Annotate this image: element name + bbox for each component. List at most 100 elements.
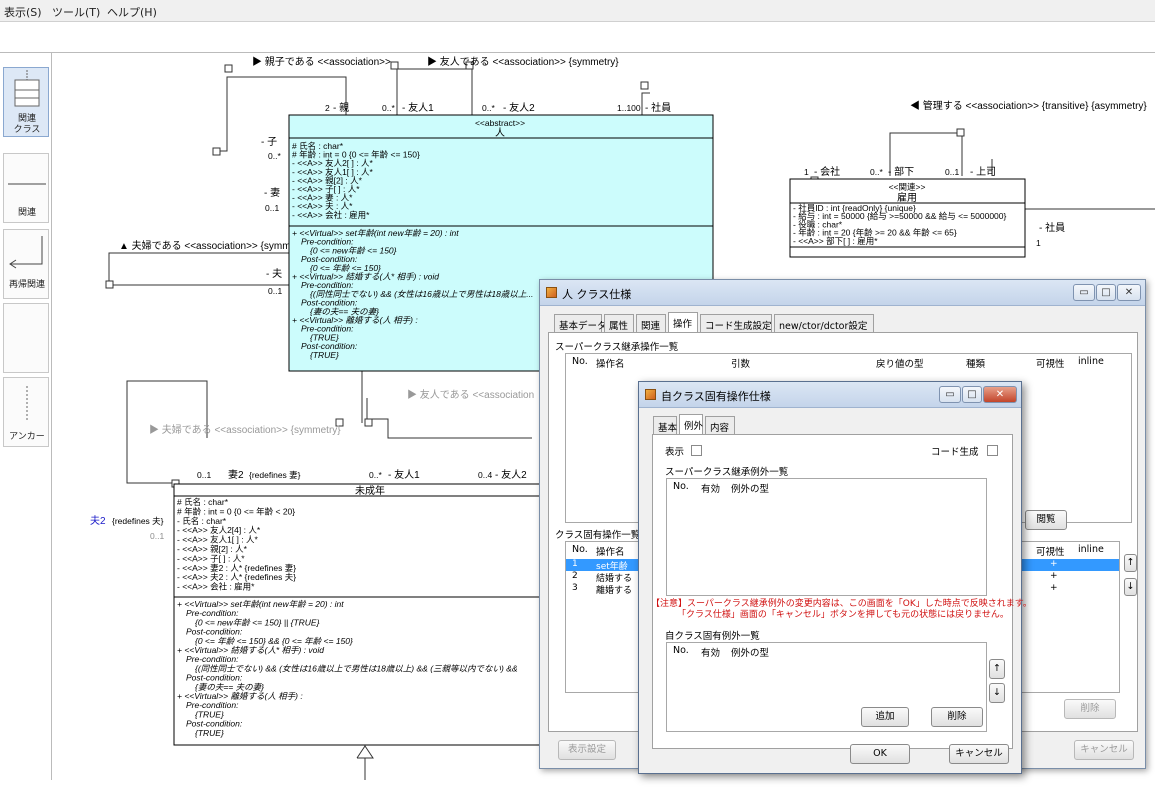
class-spec-titlebar[interactable]: 人 クラス仕様 ▭ □ ✕ [540,280,1145,306]
class-operation: {0 <= 年齢 <= 150} && {0 <= 年齢 <= 150} [195,636,353,646]
browse-button[interactable]: 閲覧 [1025,510,1067,530]
exception-panel: 表示 コード生成 スーパークラス継承例外一覧 No. 有効 例外の型 【注意】ス… [651,434,1032,749]
class-attribute: # 氏名 : char* [292,141,344,151]
class-person[interactable]: <<abstract>> 人 # 氏名 : char*# 年齢 : int = … [288,114,714,372]
tab-1[interactable]: 例外 [679,414,703,434]
tab-4[interactable]: コード生成設定 [700,314,772,332]
delete-op-button[interactable]: 削除 [1064,699,1116,719]
tab-5[interactable]: new/ctor/dctor設定 [774,314,874,332]
class-operations: + <<Virtual>> set年齢(int new年齢 = 20) : in… [292,228,533,360]
exception-move-down-button[interactable]: ↓ [989,683,1005,703]
menu-help[interactable]: ヘルプ(H) [107,6,157,19]
maximize-button[interactable]: □ [962,386,982,403]
window-icon [645,389,656,400]
tab-1[interactable]: 属性 [604,314,634,332]
col-inline: inline [1078,544,1104,555]
class-attribute: # 年齢 : int = 0 {0 <= 年齢 < 20} [177,506,295,516]
class-diagram: ▶ 親子である <<association>> ▶ 友人である <<associ… [90,55,1155,780]
menu-tools[interactable]: ツール(T) [52,6,101,19]
show-label: 表示 [665,447,685,458]
row-visibility: + [1050,571,1058,581]
class-attributes: # 氏名 : char*# 年齢 : int = 0 {0 <= 年齢 < 20… [177,497,296,592]
tab-0[interactable]: 基本 [653,416,677,434]
class-operation: Post-condition: [186,627,243,637]
col-no: No. [572,356,588,367]
class-attribute: - <<A>> 親[2] : 人* [177,544,248,554]
class-operation: + <<Virtual>> 離婚する(人 相手) : [292,315,418,325]
palette-recursive-association-button[interactable]: 再帰関連 [3,229,49,299]
association-class-icon [14,70,40,107]
class-attribute: - <<A>> 会社 : 雇用* [292,210,370,220]
col-enabled: 有効 [701,648,721,659]
col-exception-type: 例外の型 [731,648,770,659]
row-op-name: set年齢 [596,562,628,572]
assoc-label-married-mid[interactable]: ▶ 夫婦である <<association>> {symmetry} [149,424,341,436]
menu-bar: 表示(S) ツール(T) ヘルプ(H) [0,0,1155,22]
own-exceptions-label: 自クラス固有例外一覧 [665,631,760,642]
assoc-label-friend[interactable]: ▶ 友人である <<association>> {symmetry} [427,55,619,68]
row-no: 1 [572,559,578,569]
class-operation: Pre-condition: [186,608,239,618]
inherited-exceptions-list[interactable]: No. 有効 例外の型 [666,478,987,596]
close-button[interactable]: ✕ [1117,284,1141,301]
cancel-button[interactable]: キャンセル [1074,740,1134,760]
col-return-type: 戻り値の型 [876,359,924,370]
cancel-button[interactable]: キャンセル [949,744,1009,764]
move-up-button[interactable]: ↑ [1124,554,1137,572]
class-operation: + <<Virtual>> 結婚する(人* 相手) : void [177,645,324,655]
class-employment[interactable]: <<関連>> 雇用 - 社員ID : int {readOnly} {uniqu… [789,178,1026,258]
class-operation: {0 <= new年齢 <= 150} [310,245,397,255]
codegen-checkbox[interactable] [987,445,998,456]
assoc-label-manage[interactable]: ◀ 管理する <<association>> {transitive} {asy… [910,99,1147,112]
role-label: 0..* [268,151,281,161]
class-operation: + <<Virtual>> set年齢(int new年齢 = 20) : in… [177,599,344,609]
tab-0[interactable]: 基本データ [554,314,607,332]
role-label: - 社員 [645,101,671,114]
menu-view[interactable]: 表示(S) [4,6,42,19]
class-operation: {(同性同士でない) && (女性は16歳以上で男性は18歳以上) && (三親… [195,663,518,673]
class-operation: {0 <= new年齢 <= 150} || {TRUE} [195,617,320,627]
class-operation: Pre-condition: [301,280,354,290]
exception-spec-titlebar[interactable]: 自クラス固有操作仕様 ▭ □ ✕ [639,382,1021,408]
delete-exception-button[interactable]: 削除 [931,707,983,727]
class-attribute: - <<A>> 親[2] : 人* [292,175,363,185]
show-checkbox[interactable] [691,445,702,456]
role-label: 0..4 [478,470,492,480]
class-operation: Post-condition: [301,341,358,351]
close-button[interactable]: ✕ [983,386,1017,403]
assoc-label-friend-mid[interactable]: ▶ 友人である <<association [407,388,534,401]
ok-button[interactable]: OK [850,744,910,764]
tab-3[interactable]: 操作 [668,312,698,332]
row-op-name: 結婚する [596,574,633,584]
role-label: - 妻 [264,186,280,199]
move-down-button[interactable]: ↓ [1124,578,1137,596]
class-minor[interactable]: 未成年 # 氏名 : char*# 年齢 : int = 0 {0 <= 年齢 … [173,483,567,746]
display-settings-button[interactable]: 表示設定 [558,740,616,760]
role-label: - 友人1 [388,468,420,481]
exception-move-up-button[interactable]: ↑ [989,659,1005,679]
add-exception-button[interactable]: 追加 [861,707,909,727]
class-name: 未成年 [355,484,385,497]
inherited-ops-label: スーパークラス継承操作一覧 [555,342,679,353]
tab-2[interactable]: 関連 [636,314,666,332]
palette-association-button[interactable]: 関連 [3,153,49,223]
role-label: 0..1 [945,167,959,177]
palette-association-class-button[interactable]: 関連 クラス [3,67,49,137]
assoc-label-married[interactable]: ▲ 夫婦である <<association>> {symmetry} [119,240,311,252]
minimize-button[interactable]: ▭ [1073,284,1095,301]
tab-2[interactable]: 内容 [705,416,735,434]
assoc-label-parent-child[interactable]: ▶ 親子である <<association>> [252,55,391,68]
role-label: 0..1 [268,286,282,296]
class-stereotype: <<関連>> [889,182,926,192]
col-args: 引数 [731,359,751,370]
minimize-button[interactable]: ▭ [939,386,961,403]
row-op-name: 離婚する [596,586,633,596]
class-stereotype: <<abstract>> [475,118,525,128]
palette-anchor-button[interactable]: アンカー [3,377,49,447]
class-attributes: # 氏名 : char*# 年齢 : int = 0 {0 <= 年齢 <= 1… [292,141,420,220]
maximize-button[interactable]: □ [1096,284,1116,301]
